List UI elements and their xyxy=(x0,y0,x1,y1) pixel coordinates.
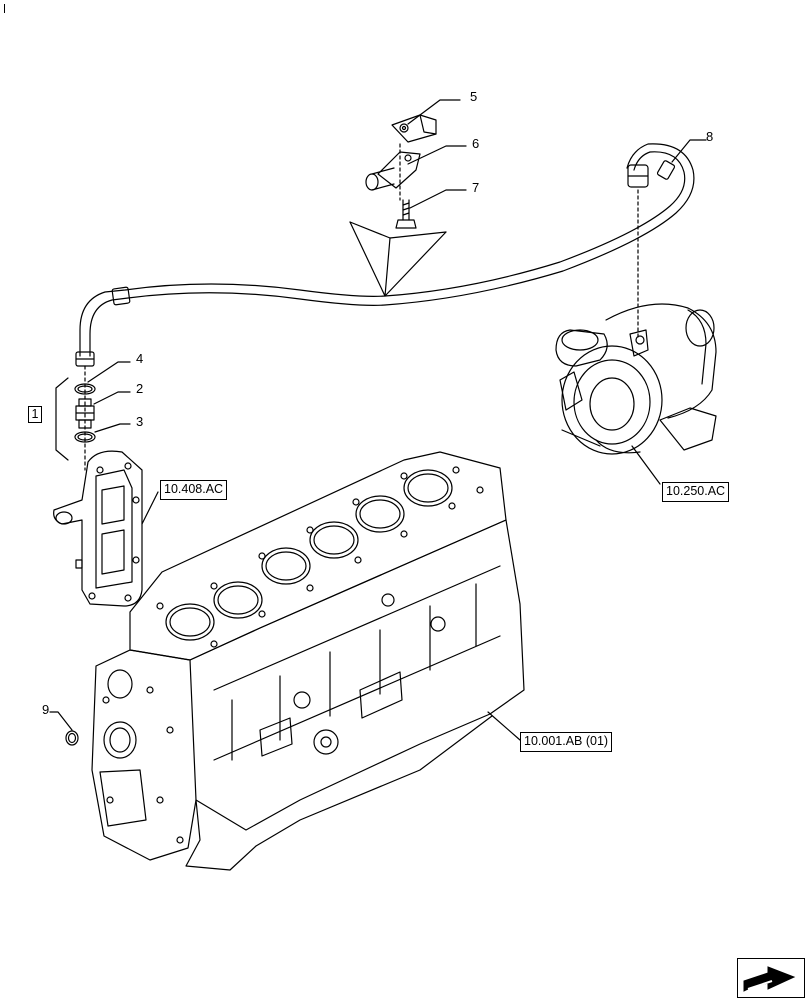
engine-block-part xyxy=(91,451,525,871)
pipe-lower-fitting xyxy=(75,351,95,367)
ref-link-cylinder-head[interactable]: 10.408.AC xyxy=(160,480,228,500)
leader-10-250 xyxy=(631,445,661,485)
callout-8: 8 xyxy=(706,129,714,144)
next-page-arrow-icon[interactable] xyxy=(737,958,805,998)
callout-4: 4 xyxy=(136,351,144,366)
callout-7: 7 xyxy=(472,180,480,195)
oil-delivery-pipe xyxy=(79,143,695,357)
callout-leader-lines xyxy=(49,99,707,731)
bolt-item-7 xyxy=(395,199,417,229)
plug-item-9 xyxy=(65,730,79,746)
oil-cooler-cover-part xyxy=(53,450,143,607)
kit-callout-1: 1 xyxy=(28,406,42,423)
assembly-axis-lines xyxy=(84,143,639,471)
callout-6: 6 xyxy=(472,136,480,151)
callout-9: 9 xyxy=(42,702,50,717)
pipe-mid-ferrule xyxy=(111,286,131,306)
o-ring-item-3 xyxy=(74,431,96,443)
pipe-clip-item-6 xyxy=(365,151,421,191)
kit-bracket-line xyxy=(55,377,69,461)
margin-tick-mark xyxy=(4,4,5,13)
leader-10-001 xyxy=(487,711,521,741)
arrow-glyph-icon xyxy=(743,966,796,992)
o-ring-item-4 xyxy=(74,383,96,395)
leader-10-408 xyxy=(141,491,159,525)
ref-link-engine-block[interactable]: 10.001.AB (01) xyxy=(520,732,613,752)
turbocharger-part xyxy=(555,303,717,455)
pipe-leader-lines xyxy=(349,221,447,297)
callout-3: 3 xyxy=(136,414,144,429)
pipe-upper-fitting xyxy=(627,160,676,188)
clamp-bracket-item-5 xyxy=(391,114,437,143)
callout-5: 5 xyxy=(470,89,478,104)
adapter-fitting-item-2 xyxy=(75,398,95,429)
ref-link-turbocharger[interactable]: 10.250.AC xyxy=(662,482,730,502)
callout-2: 2 xyxy=(136,381,144,396)
